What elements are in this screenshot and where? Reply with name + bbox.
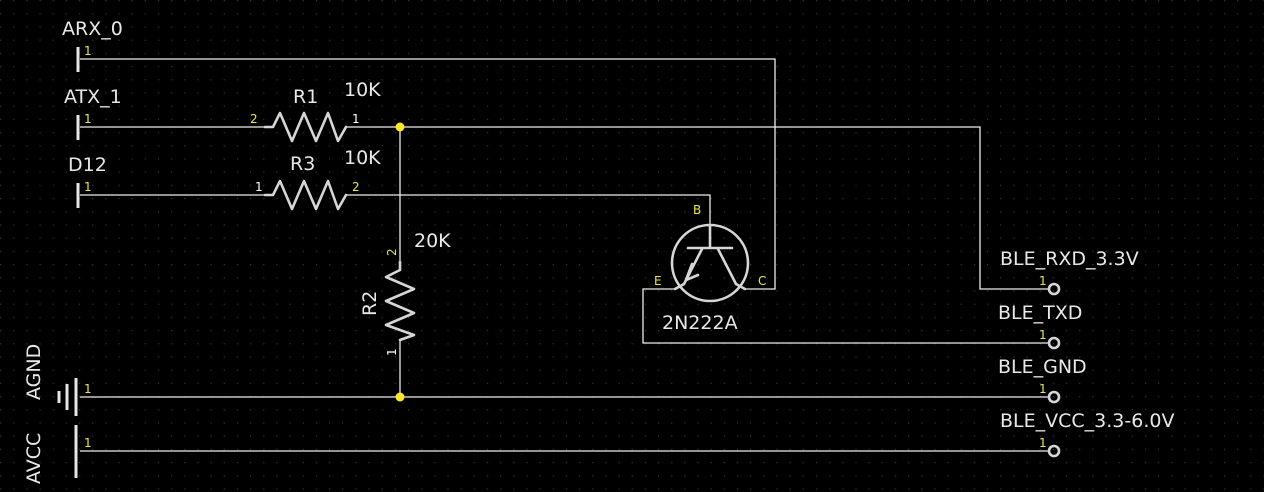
resistor-ref-r3: R3 bbox=[290, 153, 315, 175]
net-label-atx1: ATX_1 bbox=[64, 86, 122, 108]
resistor-value-r1: 10K bbox=[344, 79, 381, 101]
pin-number: 1 bbox=[1039, 436, 1047, 450]
pin-number: 1 bbox=[1039, 382, 1047, 396]
net-label-agnd: AGND bbox=[23, 344, 45, 400]
wire-emitter-to-ble-txd[interactable] bbox=[642, 288, 1048, 344]
pin-number: 2 bbox=[250, 112, 258, 126]
port-d12[interactable]: D12 1 bbox=[68, 154, 107, 208]
wire-arx0[interactable] bbox=[80, 58, 776, 290]
junction-dot bbox=[395, 392, 405, 402]
resistor-value-r3: 10K bbox=[344, 147, 381, 169]
port-avcc[interactable]: AVCC 1 bbox=[23, 425, 92, 484]
wires bbox=[80, 58, 1048, 452]
pin-number: 1 bbox=[84, 436, 92, 450]
net-label-arx0: ARX_0 bbox=[62, 18, 123, 40]
port-arx0[interactable]: ARX_0 1 bbox=[62, 18, 123, 72]
pin-number: 1 bbox=[255, 180, 263, 194]
junction-dot bbox=[395, 122, 405, 132]
wire-r1-to-ble-rxd[interactable] bbox=[346, 126, 1048, 290]
resistor-value-r2: 20K bbox=[414, 230, 451, 252]
pin-number: 1 bbox=[1039, 328, 1047, 342]
wire-r3-to-base[interactable] bbox=[346, 194, 711, 225]
resistor-r1[interactable]: R1 10K 2 1 bbox=[250, 79, 381, 143]
pin-number: 1 bbox=[84, 112, 92, 126]
resistor-r2[interactable]: R2 20K 2 1 bbox=[359, 230, 451, 356]
connector-ble-txd[interactable]: BLE_TXD 1 bbox=[998, 302, 1082, 350]
transistor-base-label: B bbox=[693, 203, 701, 217]
connector-ble-gnd[interactable]: BLE_GND 1 bbox=[998, 356, 1087, 404]
pin-number: 1 bbox=[352, 112, 360, 126]
pin-number: 1 bbox=[1039, 274, 1047, 288]
pin-number: 1 bbox=[385, 348, 399, 356]
transistor-part-label: 2N222A bbox=[662, 312, 738, 334]
pin-number: 1 bbox=[84, 44, 92, 58]
port-atx1[interactable]: ATX_1 1 bbox=[64, 86, 122, 140]
pin-number: 2 bbox=[385, 248, 399, 256]
pin-number: 2 bbox=[352, 180, 360, 194]
transistor-q1[interactable]: B E C 2N222A bbox=[654, 203, 766, 334]
transistor-emitter-label: E bbox=[654, 274, 662, 288]
net-label-ble-vcc: BLE_VCC_3.3-6.0V bbox=[1000, 410, 1174, 432]
resistor-ref-r1: R1 bbox=[293, 86, 318, 108]
net-label-avcc: AVCC bbox=[23, 433, 45, 484]
net-label-d12: D12 bbox=[68, 154, 107, 176]
net-label-ble-gnd: BLE_GND bbox=[998, 356, 1087, 378]
resistor-r3[interactable]: R3 10K 1 2 bbox=[255, 147, 381, 211]
connector-ble-vcc[interactable]: BLE_VCC_3.3-6.0V 1 bbox=[1000, 410, 1174, 458]
resistor-ref-r2: R2 bbox=[359, 291, 381, 316]
pin-number: 1 bbox=[84, 382, 92, 396]
transistor-collector-label: C bbox=[758, 274, 766, 288]
pin-number: 1 bbox=[84, 180, 92, 194]
net-label-ble-rxd: BLE_RXD_3.3V bbox=[1000, 248, 1139, 270]
net-label-ble-txd: BLE_TXD bbox=[998, 302, 1082, 324]
ground-symbol-agnd[interactable]: AGND 1 bbox=[23, 344, 92, 416]
connector-ble-rxd[interactable]: BLE_RXD_3.3V 1 bbox=[1000, 248, 1139, 296]
